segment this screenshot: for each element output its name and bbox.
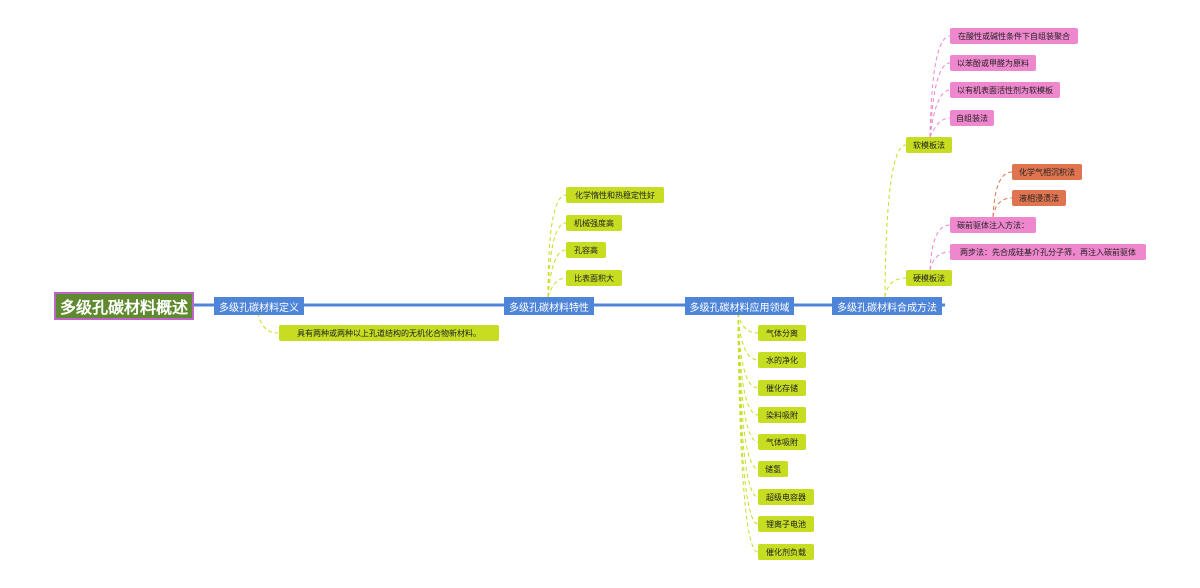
application-item[interactable]: 气体分离 [758,325,806,341]
soft-template-item[interactable]: 在酸性或碱性条件下自组装聚合 [950,28,1078,44]
application-item[interactable]: 染料吸附 [758,407,806,423]
property-item[interactable]: 比表面积大 [566,270,622,286]
application-item[interactable]: 气体吸附 [758,434,806,450]
connectors-synthesis [884,144,907,298]
soft-template-item[interactable]: 以苯酚或甲醛为原料 [950,55,1036,71]
carbon-injection-item[interactable]: 液相浸渍法 [1012,190,1066,206]
application-item[interactable]: 锂离子电池 [758,516,814,532]
application-item[interactable]: 水的净化 [758,352,806,368]
application-item[interactable]: 超级电容器 [758,489,814,505]
soft-template-item[interactable]: 自组装法 [950,110,994,126]
property-item[interactable]: 化学惰性和热稳定性好 [566,187,664,203]
synthesis-soft-template[interactable]: 软模板法 [906,137,952,153]
root-node[interactable]: 多级孔碳材料概述 [54,292,194,320]
carbon-injection-item[interactable]: 化学气相沉积法 [1012,164,1082,180]
synthesis-hard-template[interactable]: 硬模板法 [906,270,952,286]
application-item[interactable]: 催化存储 [758,380,806,396]
hard-template-two-step[interactable]: 两步法：先合成硅基介孔分子筛，再注入碳前驱体 [950,244,1146,260]
hard-template-carbon-injection[interactable]: 碳前驱体注入方法： [950,217,1036,233]
connectors-carbon-precursor [992,171,1013,218]
application-item[interactable]: 催化剂负载 [758,544,814,560]
property-item[interactable]: 孔容高 [566,242,606,258]
soft-template-item[interactable]: 以有机表面活性剂为软模板 [950,82,1060,98]
branch-definition[interactable]: 多级孔碳材料定义 [214,297,304,315]
connectors-properties [547,194,567,298]
branch-properties[interactable]: 多级孔碳材料特性 [504,297,594,315]
branch-synthesis[interactable]: 多级孔碳材料合成方法 [832,297,942,315]
property-item[interactable]: 机械强度高 [566,215,622,231]
connectors-applications [737,312,759,553]
connector-definition [257,312,279,334]
branch-applications[interactable]: 多级孔碳材料应用领域 [685,297,794,315]
connectors-soft-template [929,35,951,138]
application-item[interactable]: 储氢 [758,461,788,477]
definition-item[interactable]: 具有两种或两种以上孔道结构的无机化合物新材料。 [279,325,499,341]
connectors-hard-template [929,224,951,271]
